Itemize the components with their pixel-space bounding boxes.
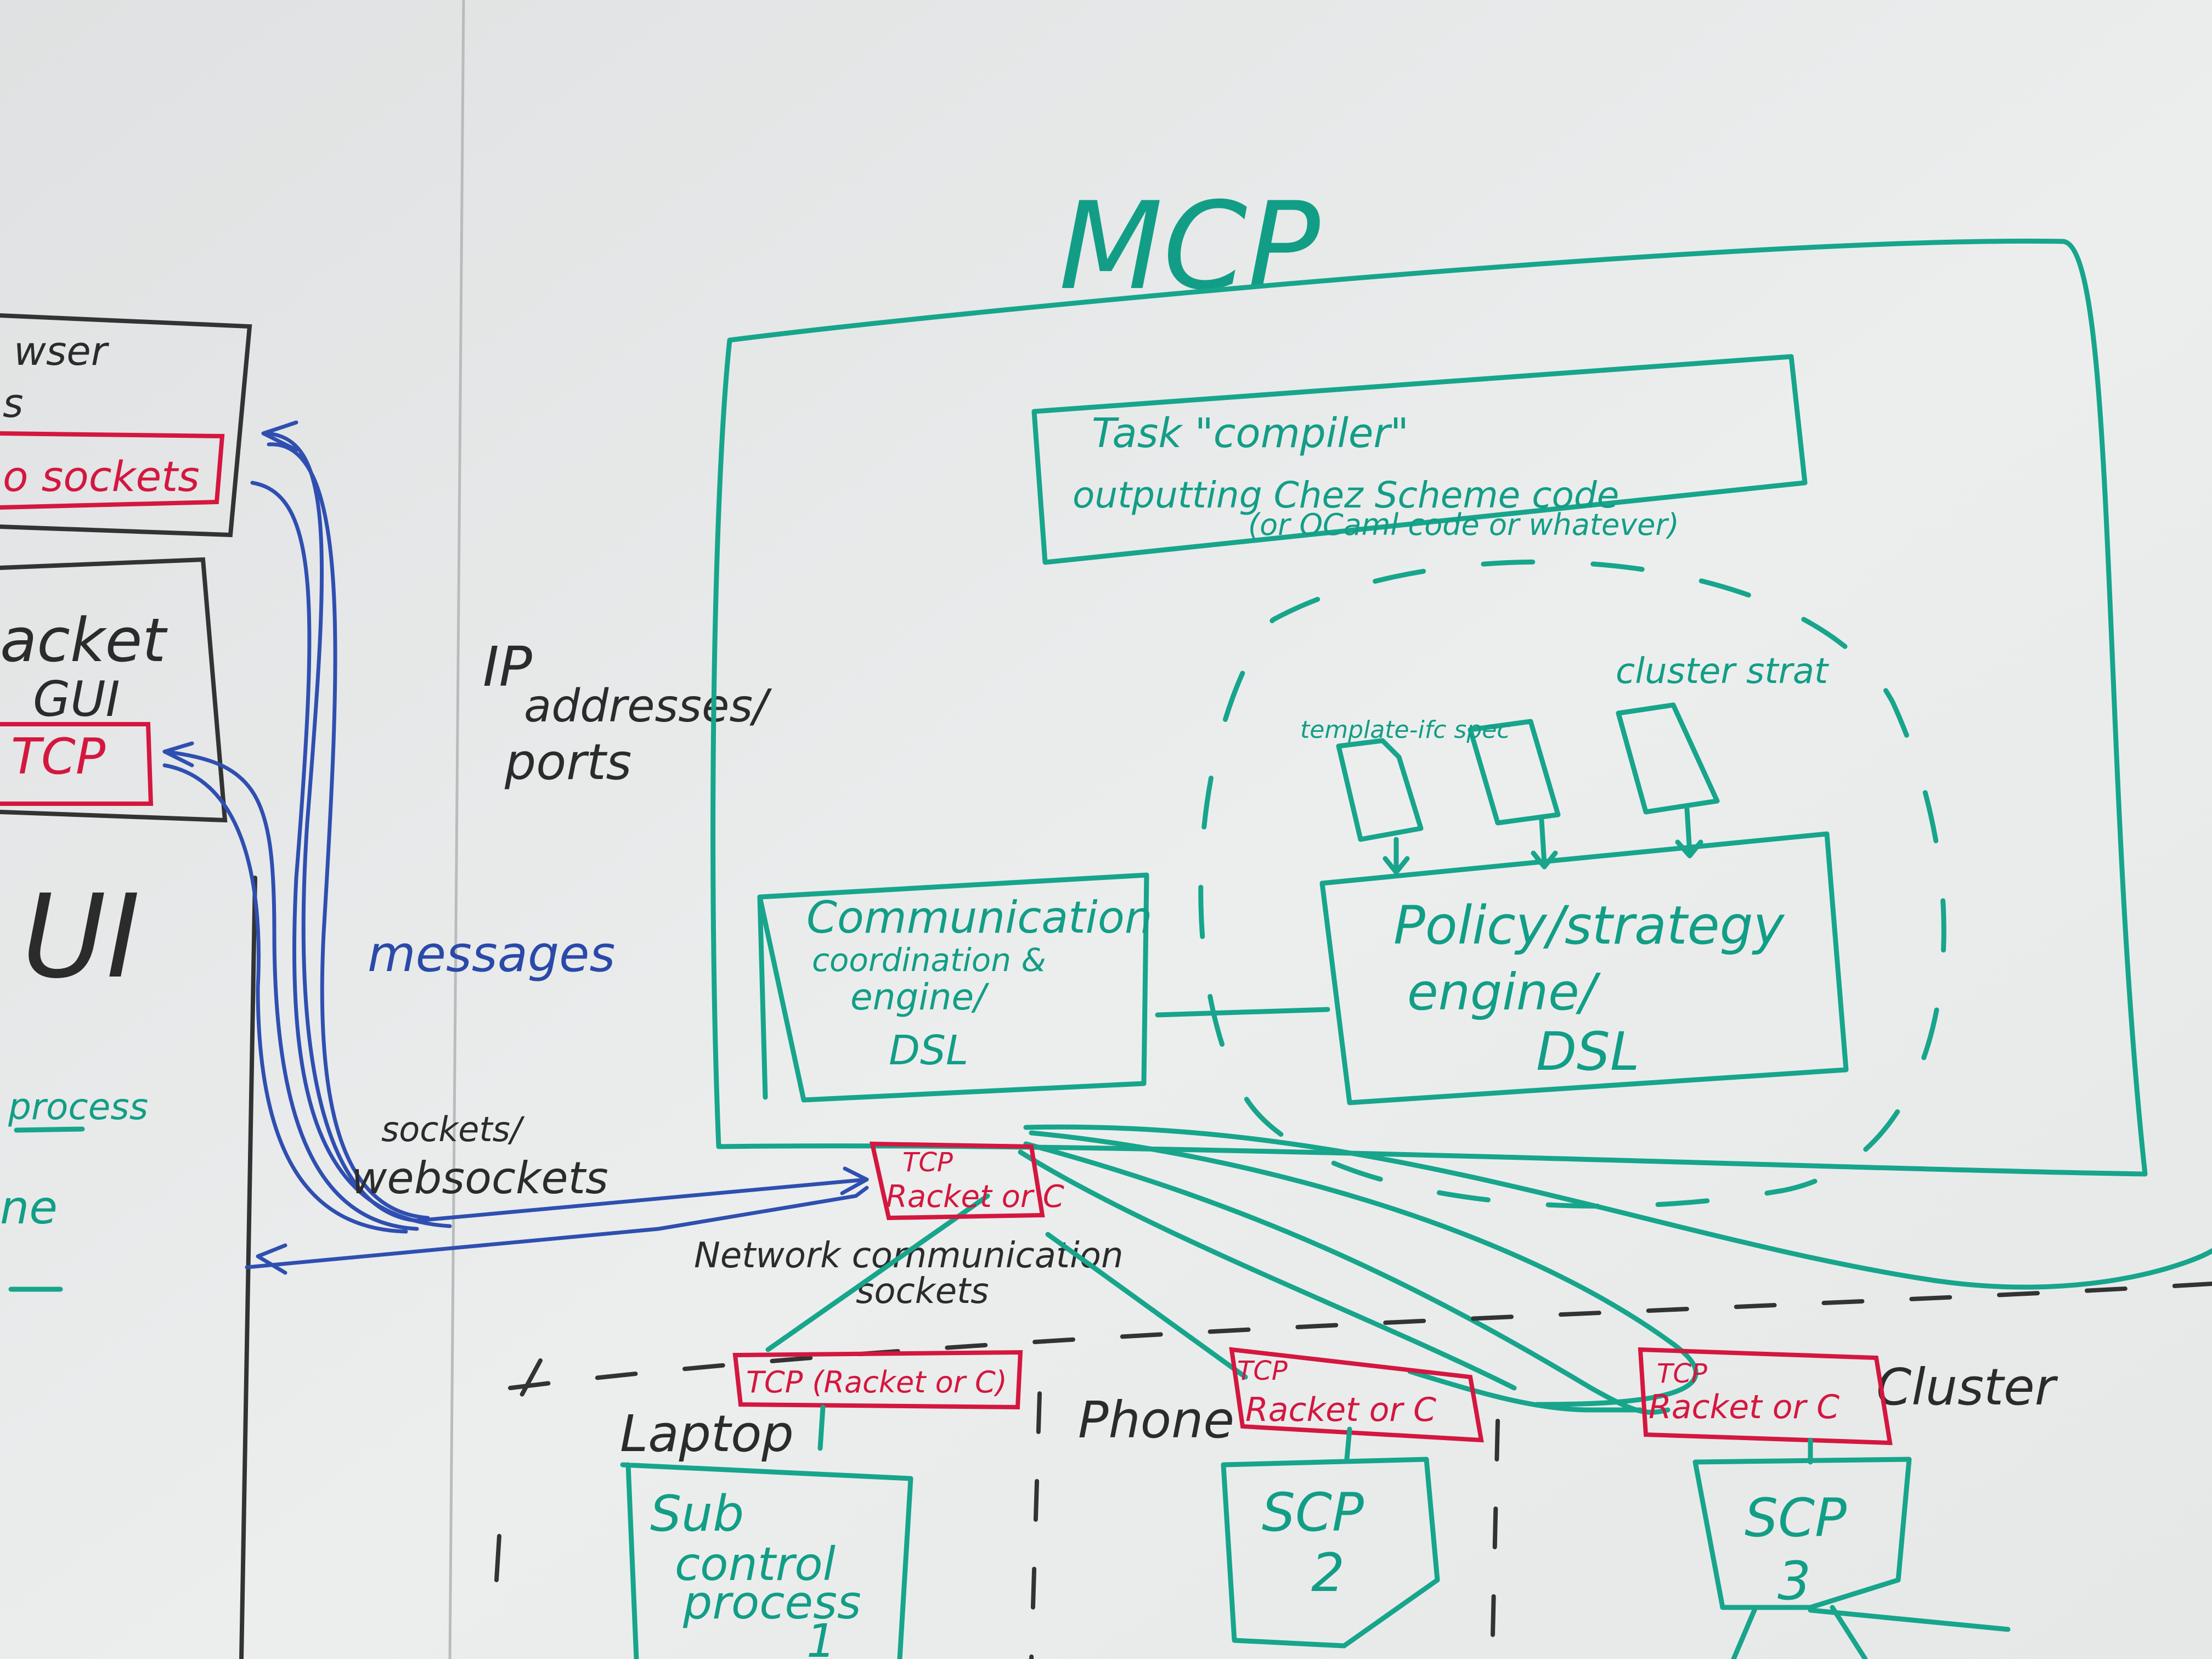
phone-scp1: SCP <box>1262 1482 1364 1543</box>
template-doc-label: template-ifc spec <box>1300 716 1510 744</box>
tcp-main-line2: Racket or C <box>886 1179 1064 1215</box>
racket-title: acket <box>0 605 168 675</box>
laptop-scp2: control <box>675 1537 836 1591</box>
phone-tcp2: Racket or C <box>1245 1391 1436 1429</box>
comm-line1: Communication <box>806 892 1153 943</box>
browser-sockets: o sockets <box>3 452 200 501</box>
phone-tcp1: TCP <box>1237 1356 1288 1386</box>
sockets-label-2: sockets <box>856 1271 989 1312</box>
cluster-scp2: 3 <box>1778 1550 1811 1612</box>
teal-connectors <box>765 1124 2212 1415</box>
cluster-device: Cluster TCP Racket or C SCP 3 <box>1638 1347 2058 1659</box>
racket-tcp: TCP <box>11 728 106 786</box>
mcp-boundary <box>710 238 2148 1177</box>
cluster-tcp2: Racket or C <box>1649 1388 1839 1426</box>
cluster-label: Cluster <box>1876 1358 2058 1417</box>
process-underline <box>14 1126 85 1133</box>
policy-line1: Policy/strategy <box>1393 895 1785 956</box>
process-label: process <box>8 1086 148 1128</box>
laptop-scp3: process <box>682 1576 861 1629</box>
comm-line2: coordination & <box>812 941 1046 979</box>
sockets-label: sockets/ <box>381 1109 525 1149</box>
laptop-scp4: 1 <box>806 1614 836 1659</box>
comm-line4: DSL <box>889 1027 968 1074</box>
cluster-doc-icon <box>1616 702 1720 815</box>
task-line1: Task "compiler" <box>1092 410 1409 457</box>
policy-line2: engine/ <box>1407 963 1601 1022</box>
laptop-scp1: Sub <box>650 1485 744 1543</box>
comm-policy-link <box>1155 1007 1330 1018</box>
messages-label: messages <box>368 926 615 983</box>
tcp-main-line1: TCP <box>902 1147 953 1178</box>
board-panel-seam <box>448 0 465 1659</box>
comm-line3: engine/ <box>850 976 990 1018</box>
phone-cluster-divider <box>1490 1419 1500 1659</box>
browser-sub: s <box>3 380 24 426</box>
cluster-tcp1: TCP <box>1657 1358 1707 1389</box>
laptop-device: Laptop TCP (Racket or C) Sub control pro… <box>620 1350 1023 1659</box>
phone-label: Phone <box>1078 1391 1234 1449</box>
policy-engine-box: Policy/strategy engine/ DSL <box>1319 831 1849 1105</box>
task-line2: outputting Chez Scheme code <box>1073 474 1619 516</box>
phone-scp2: 2 <box>1311 1542 1345 1604</box>
mcp-title: MCP <box>1059 176 1320 317</box>
phone-device: Phone TCP Racket or C SCP 2 <box>1078 1347 1484 1649</box>
policy-dashed-boundary <box>1198 559 1946 1209</box>
cluster-scp1: SCP <box>1745 1487 1847 1549</box>
ui-label: UI <box>22 870 140 1004</box>
ip-label: IP <box>483 635 532 699</box>
racket-gui-box: acket GUI TCP <box>0 557 228 823</box>
tcp-main-box: TCP Racket or C <box>869 1141 1064 1221</box>
racket-gui: GUI <box>33 671 120 727</box>
template-doc-icon <box>1336 738 1424 842</box>
browser-box: wser s o sockets <box>0 313 252 538</box>
communication-engine-box: Communication coordination & engine/ DSL <box>757 872 1153 1103</box>
devices-dashed-left <box>503 1358 543 1429</box>
network-label: Network communication <box>694 1235 1124 1276</box>
laptop-tcp: TCP (Racket or C) <box>746 1365 1007 1400</box>
browser-title: wser <box>14 328 110 374</box>
policy-line3: DSL <box>1536 1021 1639 1082</box>
task-line3: (or OCaml code or whatever) <box>1248 507 1679 542</box>
task-compiler-box: Task "compiler" outputting Chez Scheme c… <box>1031 354 1808 565</box>
blue-socket-connectors <box>162 420 869 1275</box>
ne-label: ne <box>0 1181 58 1234</box>
addresses-label: addresses/ <box>524 680 772 732</box>
ports-label: ports <box>504 733 631 791</box>
cluster-doc-label: cluster strat <box>1616 651 1830 692</box>
laptop-label: Laptop <box>620 1404 794 1463</box>
spec-doc-icon <box>1468 719 1561 826</box>
input-documents: template-ifc spec cluster strat <box>1300 651 1830 875</box>
websockets-label: websockets <box>351 1153 608 1204</box>
